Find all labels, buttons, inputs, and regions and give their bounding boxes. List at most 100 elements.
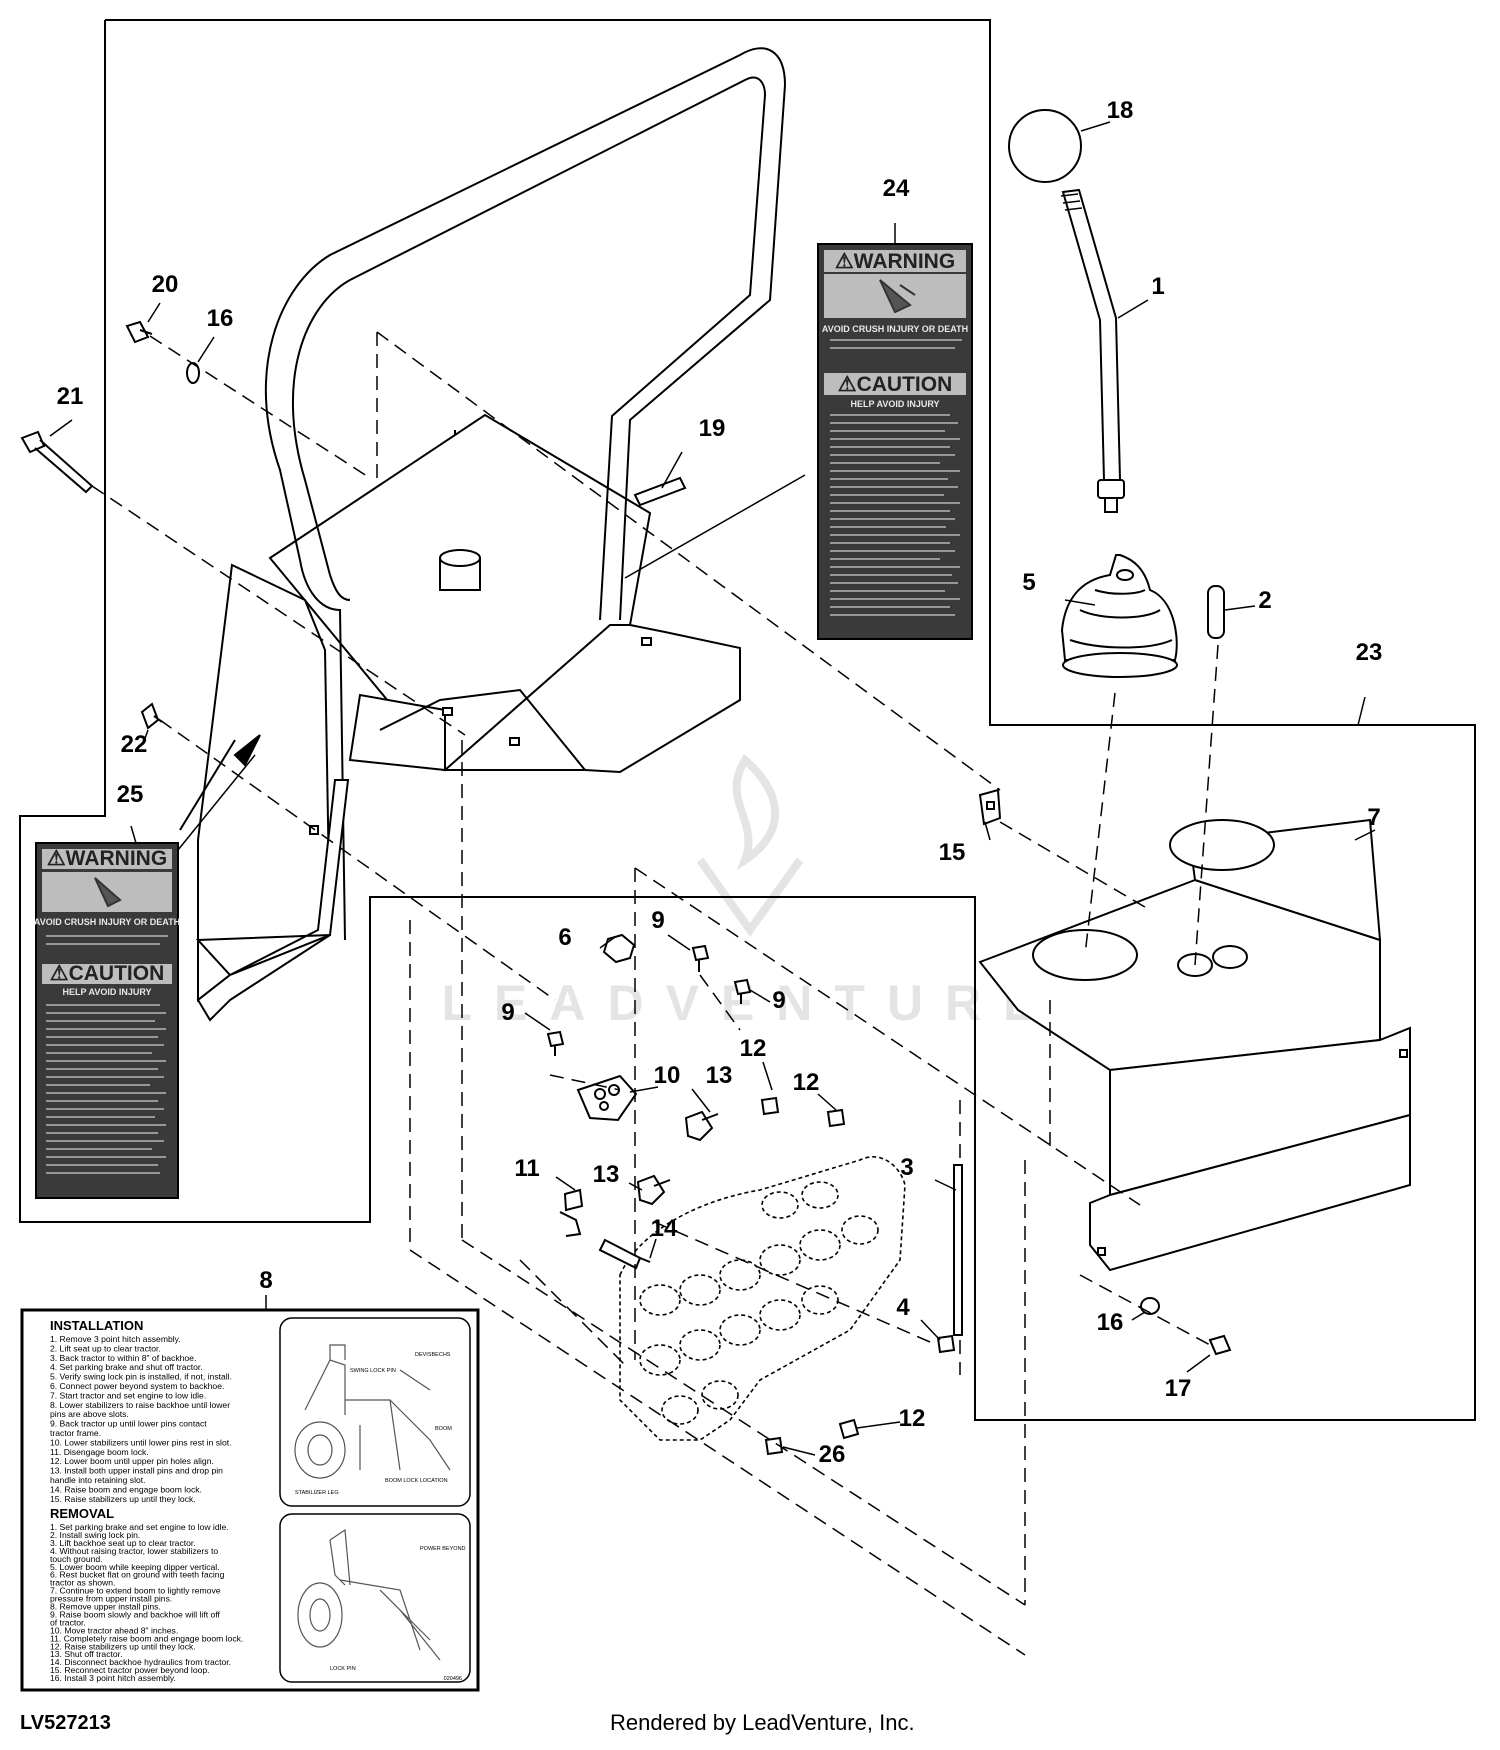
rod-3 [953, 1164, 963, 1336]
callout-c22: 22 [121, 731, 148, 758]
callout-c4: 4 [896, 1294, 910, 1321]
callout-c9b: 9 [772, 987, 785, 1014]
fitting-14 [598, 1238, 651, 1270]
callout-c20: 20 [152, 271, 179, 298]
callout-c12a: 12 [740, 1035, 767, 1062]
svg-text:REMOVAL: REMOVAL [50, 1506, 114, 1521]
removal-step-18: 14. Disconnect backhoe hydraulics from t… [50, 1657, 231, 1667]
group-boundary-lines [19, 19, 1476, 1421]
callout-c25: 25 [117, 781, 144, 808]
illustration-1-label-4: STABILIZER LEG [295, 1490, 339, 1496]
nut-6 [602, 933, 636, 964]
svg-text:AVOID CRUSH INJURY OR DEATH: AVOID CRUSH INJURY OR DEATH [822, 324, 968, 334]
hardware [20, 320, 1232, 1456]
rubber-pad-19 [633, 476, 687, 507]
nut-17 [1208, 1334, 1232, 1356]
bolt-21 [20, 430, 94, 494]
control-tower-housing [978, 818, 1411, 1272]
removal-step-19: 15. Reconnect tractor power beyond loop. [50, 1665, 210, 1675]
callout-c11: 11 [514, 1155, 539, 1182]
nut-4 [936, 1334, 956, 1354]
removal-steps: 1. Set parking brake and set engine to l… [50, 1522, 243, 1683]
illustration-1-label-2: DEVISBECHS [415, 1352, 451, 1358]
installation-step-15: 13. Install both upper install pins and … [50, 1466, 223, 1476]
removal-step-2: 2. Install swing lock pin. [50, 1530, 140, 1540]
fitting-plate-10 [576, 1074, 638, 1122]
svg-text:INSTALLATION: INSTALLATION [50, 1318, 143, 1333]
nut-12-c [838, 1418, 860, 1440]
svg-text:⚠CAUTION: ⚠CAUTION [50, 962, 165, 985]
removal-step-4: 4. Without raising tractor, lower stabil… [50, 1546, 218, 1556]
callout-c8: 8 [259, 1267, 272, 1294]
callout-c5: 5 [1022, 569, 1035, 596]
render-credit: Rendered by LeadVenture, Inc. [610, 1710, 915, 1735]
svg-text:⚠WARNING: ⚠WARNING [47, 847, 167, 870]
removal-step-15: 11. Completely raise boom and engage boo… [50, 1633, 243, 1643]
installation-step-10: 9. Back tractor up until lower pins cont… [50, 1419, 207, 1429]
removal-step-8: tractor as shown. [50, 1578, 115, 1588]
installation-step-17: 14. Raise boom and engage boom lock. [50, 1484, 202, 1494]
installation-step-13: 11. Disengage boom lock. [50, 1447, 149, 1457]
installation-step-4: 4. Set parking brake and shut off tracto… [50, 1362, 203, 1372]
installation-step-14: 12. Lower boom until upper pin holes ali… [50, 1456, 214, 1466]
callout-c9a: 9 [651, 907, 664, 934]
svg-text:HELP AVOID INJURY: HELP AVOID INJURY [62, 987, 151, 997]
safety-decal-25: ⚠WARNING AVOID CRUSH INJURY OR DEATH ⚠CA… [34, 842, 180, 1199]
callout-c1: 1 [1151, 273, 1164, 300]
removal-step-6: 5. Lower boom while keeping dipper verti… [50, 1562, 220, 1572]
svg-text:020496: 020496 [444, 1676, 462, 1682]
seat-side-panel [179, 563, 350, 1022]
tractor-illustration-2 [297, 1528, 441, 1661]
removal-step-12: 9. Raise boom slowly and backhoe will li… [50, 1609, 221, 1619]
callout-c23: 23 [1356, 639, 1383, 666]
svg-text:AVOID CRUSH INJURY OR DEATH: AVOID CRUSH INJURY OR DEATH [34, 917, 180, 927]
removal-step-13: of tractor. [50, 1617, 86, 1627]
callout-c9c: 9 [501, 999, 514, 1026]
installation-step-9: pins are above slots. [50, 1409, 129, 1419]
callout-c18: 18 [1107, 97, 1134, 124]
callout-c19: 19 [699, 415, 726, 442]
illustration-1-label-3: BOOM [435, 1426, 452, 1432]
removal-step-14: 10. Move tractor ahead 8" inches. [50, 1625, 178, 1635]
installation-step-5: 5. Verify swing lock pin is installed, i… [50, 1372, 232, 1382]
illustration-2-label-2: LOCK PIN [330, 1666, 356, 1672]
installation-step-16: handle into retaining slot. [50, 1475, 146, 1485]
callout-c6: 6 [558, 924, 571, 951]
installation-step-3: 3. Back tractor to within 8" of backhoe. [50, 1353, 196, 1363]
callout-c15: 15 [939, 839, 966, 866]
callout-c17: 17 [1165, 1375, 1192, 1402]
callout-c24: 24 [883, 175, 910, 202]
assembly-dashed-lines [91, 331, 1219, 1656]
callout-c21: 21 [57, 383, 84, 410]
tractor-illustration-1 [294, 1344, 451, 1479]
elbow-13-b [636, 1174, 671, 1206]
nut-26 [764, 1436, 784, 1456]
callout-c13b: 13 [593, 1161, 620, 1188]
callout-c12b: 12 [793, 1069, 820, 1096]
installation-step-1: 1. Remove 3 point hitch assembly. [50, 1334, 181, 1344]
watermark-logo [696, 753, 804, 937]
safety-decal-24: ⚠WARNING AVOID CRUSH INJURY OR DEATH ⚠CA… [817, 243, 973, 640]
screw-9-c [546, 1030, 565, 1056]
removal-step-11: 8. Remove upper install pins. [50, 1602, 161, 1612]
removal-step-16: 12. Raise stabilizers up until they lock… [50, 1641, 196, 1651]
installation-steps: 1. Remove 3 point hitch assembly.2. Lift… [50, 1334, 232, 1504]
callout-c16b: 16 [1097, 1309, 1124, 1336]
handrail-tube [264, 47, 787, 941]
bolt-20 [125, 320, 153, 344]
lever-boot [1060, 554, 1178, 678]
illustration-1-label-5: BOOM LOCK LOCATION [385, 1478, 448, 1484]
nut-12-b [826, 1108, 846, 1128]
bolt-22 [140, 702, 163, 730]
installation-step-2: 2. Lift seat up to clear tractor. [50, 1343, 161, 1353]
callout-c10: 10 [654, 1062, 681, 1089]
watermark: LEADVENTURE [441, 975, 1058, 1031]
installation-step-6: 6. Connect power beyond system to backho… [50, 1381, 224, 1391]
elbow-11 [559, 1188, 584, 1237]
installation-step-8: 8. Lower stabilizers to raise backhoe un… [50, 1400, 230, 1410]
seat-pan [268, 413, 741, 774]
elbow-13-a [684, 1110, 719, 1142]
document-id: LV527213 [20, 1712, 111, 1734]
